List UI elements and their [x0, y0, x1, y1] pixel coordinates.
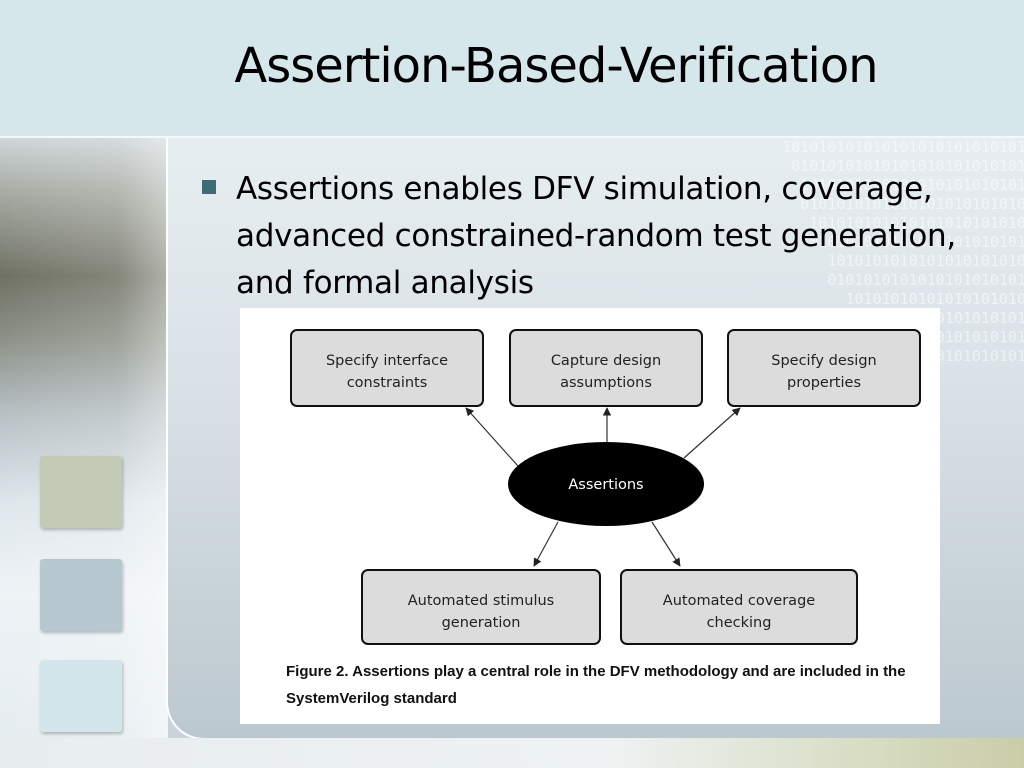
- arrow-to-coverage-checking: [651, 521, 681, 567]
- title-band: Assertion-Based-Verification: [0, 0, 1024, 138]
- box-automated-coverage-checking: Automated coverage checking: [620, 569, 858, 645]
- dfv-diagram: Specify interface constraints Capture de…: [290, 329, 921, 645]
- box-label-line1: Automated stimulus: [408, 593, 554, 609]
- box-label-line2: constraints: [347, 375, 428, 391]
- bottom-band: [0, 738, 1024, 768]
- decorative-photo-strip: [0, 138, 168, 768]
- decorative-square-blue: [40, 559, 122, 631]
- box-specify-interface-constraints: Specify interface constraints: [290, 329, 484, 407]
- box-label-line1: Specify interface: [326, 353, 448, 369]
- bullet-square-icon: [202, 180, 216, 194]
- box-capture-design-assumptions: Capture design assumptions: [509, 329, 703, 407]
- box-label-line2: generation: [442, 615, 521, 631]
- figure-caption: Figure 2. Assertions play a central role…: [286, 663, 906, 707]
- box-specify-design-properties: Specify design properties: [727, 329, 921, 407]
- slide-title: Assertion-Based-Verification: [234, 38, 878, 94]
- box-label-line2: checking: [707, 615, 772, 631]
- dfv-figure: Specify interface constraints Capture de…: [240, 308, 940, 724]
- assertions-label: Assertions: [568, 477, 643, 493]
- decorative-square-cyan: [40, 660, 122, 732]
- box-automated-stimulus-generation: Automated stimulus generation: [361, 569, 601, 645]
- box-label-line1: Automated coverage: [663, 593, 815, 609]
- arrow-to-stimulus-generation: [533, 521, 559, 567]
- box-label-line2: assumptions: [560, 375, 652, 391]
- box-label-line2: properties: [787, 375, 861, 391]
- binary-background-pattern: 101010101010101010101010101 010101010101…: [782, 138, 1024, 365]
- arrow-to-interface-constraints: [465, 407, 519, 467]
- box-label-line1: Capture design: [551, 353, 661, 369]
- arrow-to-design-properties: [683, 407, 741, 459]
- assertions-ellipse: Assertions: [508, 442, 704, 526]
- box-label-line1: Specify design: [771, 353, 876, 369]
- bullet-text: Assertions enables DFV simulation, cover…: [236, 171, 956, 301]
- decorative-square-olive: [40, 456, 122, 528]
